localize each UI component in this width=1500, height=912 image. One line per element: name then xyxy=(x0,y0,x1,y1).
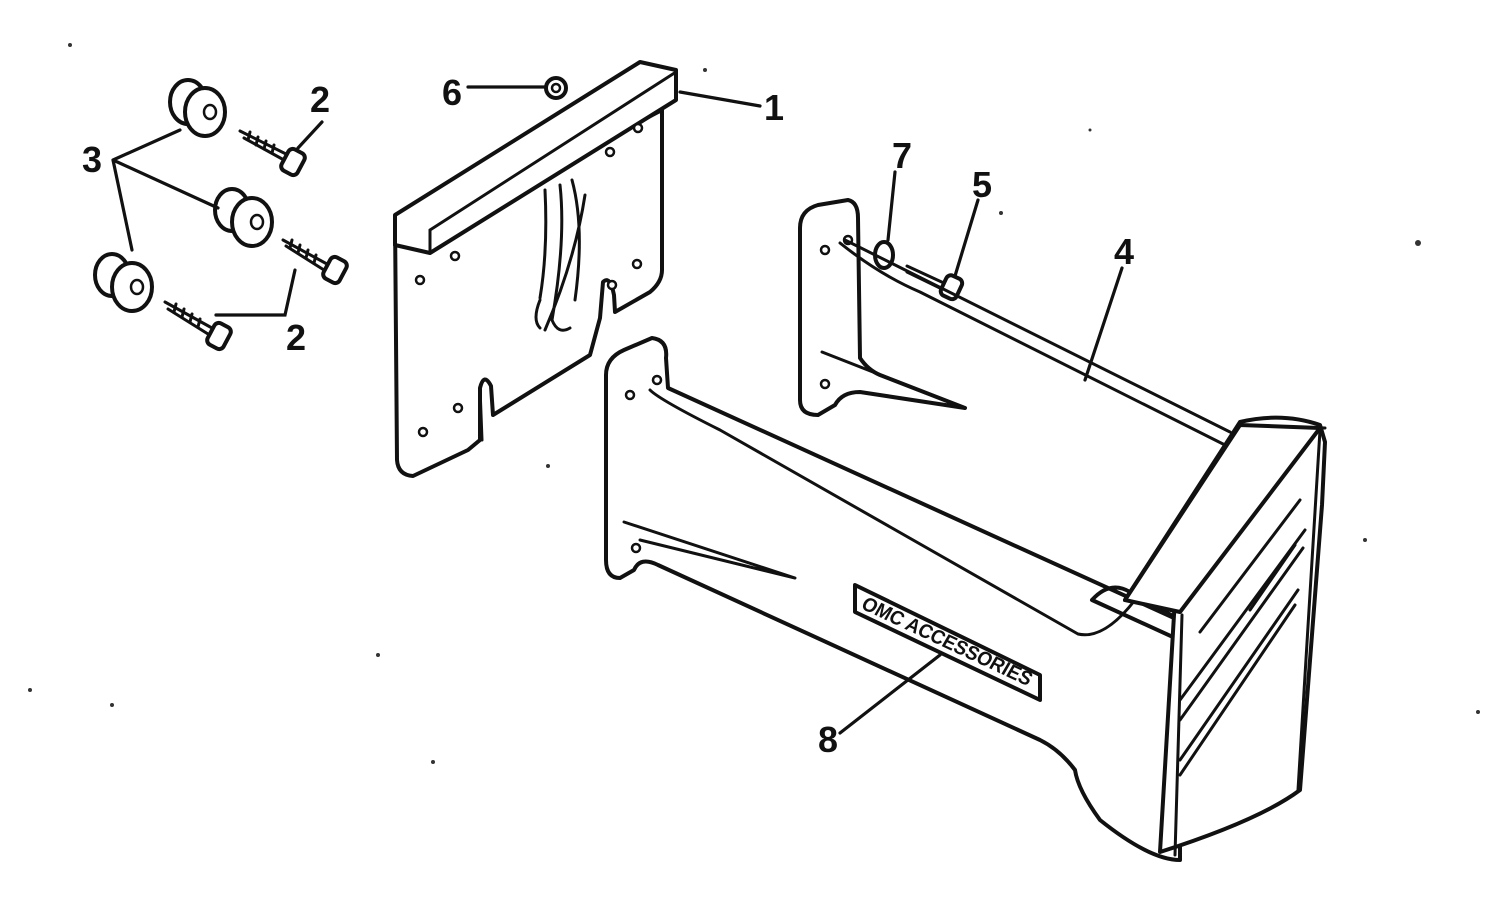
bumper-2 xyxy=(213,187,274,248)
callout-3: 3 xyxy=(82,139,102,180)
screw-1 xyxy=(238,129,307,178)
callout-8: 8 xyxy=(818,719,838,760)
screw-3 xyxy=(163,300,233,352)
bumper-3 xyxy=(93,252,154,313)
callout-2-upper: 2 xyxy=(310,79,330,120)
leader-lines xyxy=(111,85,1124,735)
callout-7: 7 xyxy=(892,135,912,176)
callout-6: 6 xyxy=(442,72,462,113)
callout-5: 5 xyxy=(972,164,992,205)
mounting-plate xyxy=(393,60,678,478)
bumper-1 xyxy=(168,78,227,138)
callout-4: 4 xyxy=(1114,231,1134,272)
callout-2-lower: 2 xyxy=(286,317,306,358)
nut xyxy=(544,76,568,100)
motor-stand xyxy=(604,198,1327,862)
screw-2 xyxy=(281,238,349,286)
scan-specks xyxy=(28,43,1480,764)
callout-1: 1 xyxy=(764,87,784,128)
